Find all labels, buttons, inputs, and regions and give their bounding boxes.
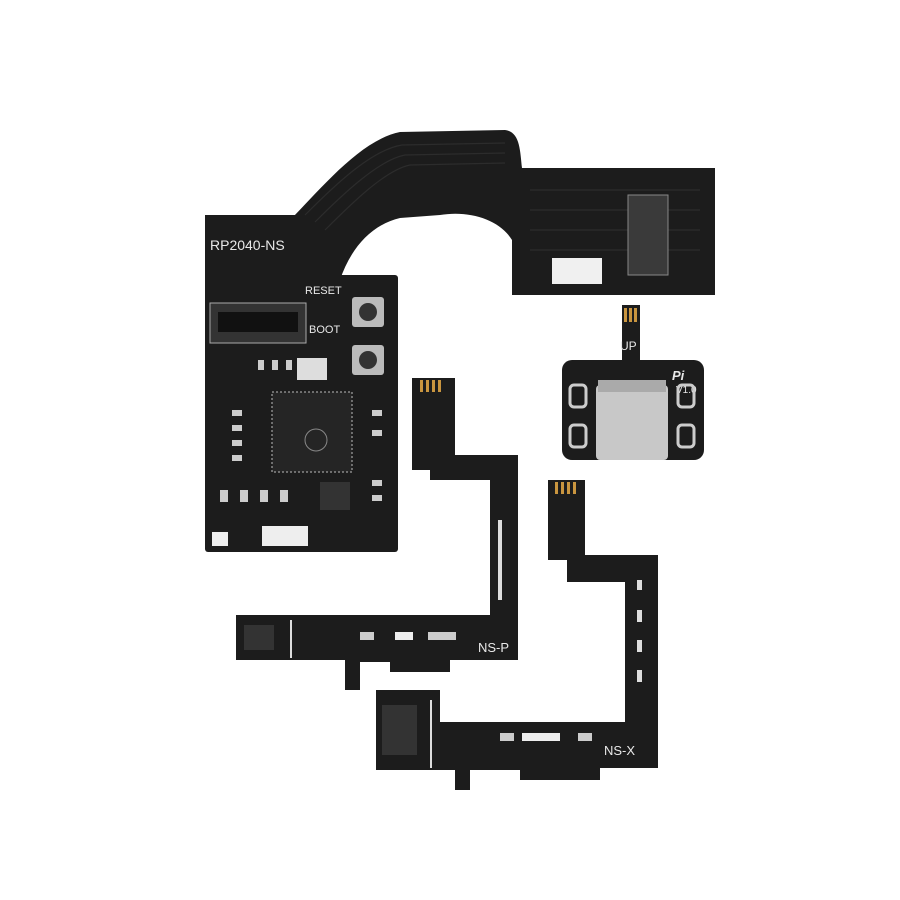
- reset-label: RESET: [305, 285, 342, 297]
- boot-label: BOOT: [309, 324, 340, 336]
- board-label: RP2040-NS: [210, 237, 285, 253]
- ns-p-flex: NS-P: [236, 378, 518, 690]
- board-to-board-connector: [627, 194, 669, 276]
- brand-label: Pi: [672, 368, 685, 383]
- ns-x-label: NS-X: [604, 743, 635, 758]
- ns-x-flex: NS-X: [376, 480, 658, 790]
- usb-c-port[interactable]: [596, 385, 668, 460]
- fpc-connector-small: [262, 526, 308, 546]
- usb-c-board: UP Pi V1.0: [562, 305, 704, 460]
- rp2040-chip: [271, 391, 353, 473]
- ns-p-label: NS-P: [478, 640, 509, 655]
- version-label: V1.0: [676, 385, 697, 396]
- led: [212, 532, 228, 546]
- rp2040-ns-board: RP2040-NS RESET BOOT: [205, 130, 715, 552]
- crystal: [297, 358, 327, 380]
- fpc-connector: [552, 258, 602, 284]
- main-flex-cable: [290, 130, 715, 295]
- up-label: UP: [620, 339, 637, 353]
- raspberry-logo: [304, 428, 328, 452]
